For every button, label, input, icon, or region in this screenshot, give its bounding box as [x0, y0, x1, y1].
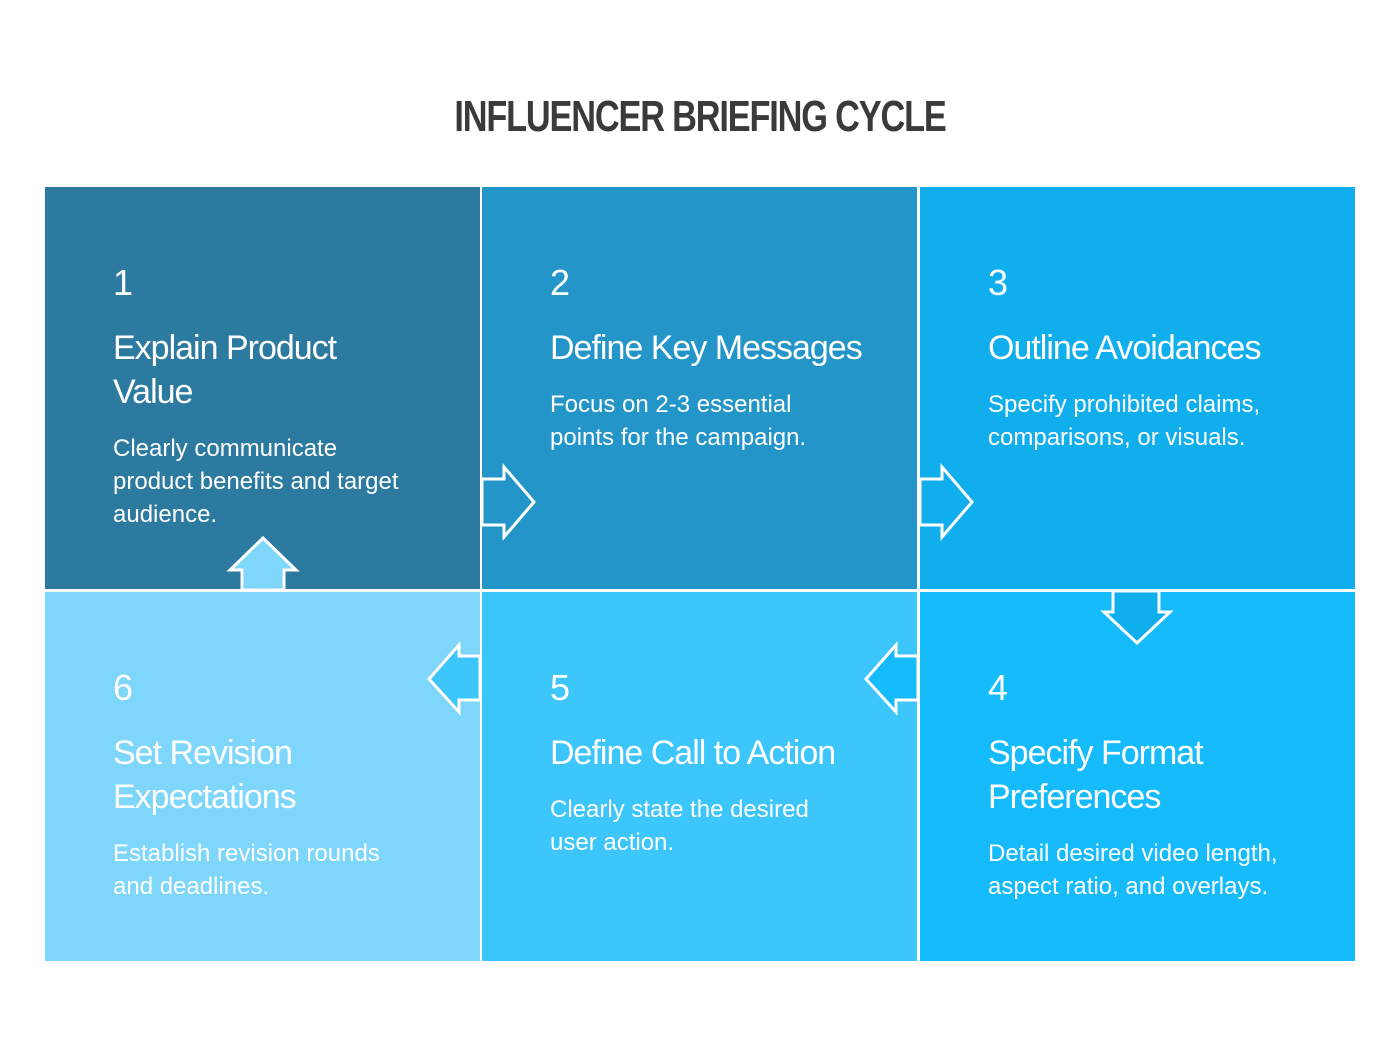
step-5-number: 5	[550, 667, 571, 708]
step-6-description: Establish revision rounds and deadlines.	[113, 840, 380, 900]
step-6-number: 6	[113, 667, 134, 708]
diagram-title: INFLUENCER BRIEFING CYCLE	[454, 92, 946, 141]
step-4-card: 4 Specify Format Preferences Detail desi…	[920, 592, 1355, 961]
step-4-number: 4	[988, 667, 1009, 708]
step-4-heading: Specify Format Preferences	[988, 734, 1204, 816]
step-6-card: 6 Set Revision Expectations Establish re…	[45, 592, 480, 961]
step-2-heading: Define Key Messages	[550, 329, 863, 367]
step-6-heading: Set Revision Expectations	[113, 734, 297, 816]
cycle-grid: 1 Explain Product Value Clearly communic…	[45, 187, 1355, 961]
step-5-card: 5 Define Call to Action Clearly state th…	[482, 592, 917, 961]
step-3-card: 3 Outline Avoidances Specify prohibited …	[920, 187, 1355, 589]
step-1-card: 1 Explain Product Value Clearly communic…	[45, 187, 480, 589]
step-4-description: Detail desired video length, aspect rati…	[988, 840, 1278, 900]
step-1-description: Clearly communicate product benefits and…	[113, 435, 399, 528]
step-3-description: Specify prohibited claims, comparisons, …	[988, 391, 1261, 451]
step-2-card: 2 Define Key Messages Focus on 2-3 essen…	[482, 187, 917, 589]
step-2-number: 2	[550, 262, 571, 303]
step-2-description: Focus on 2-3 essential points for the ca…	[550, 391, 807, 451]
step-3-number: 3	[988, 262, 1009, 303]
step-5-heading: Define Call to Action	[550, 734, 836, 772]
step-3-heading: Outline Avoidances	[988, 329, 1261, 367]
step-1-number: 1	[113, 262, 134, 303]
step-5-description: Clearly state the desired user action.	[550, 796, 809, 856]
step-1-heading: Explain Product Value	[113, 329, 337, 411]
